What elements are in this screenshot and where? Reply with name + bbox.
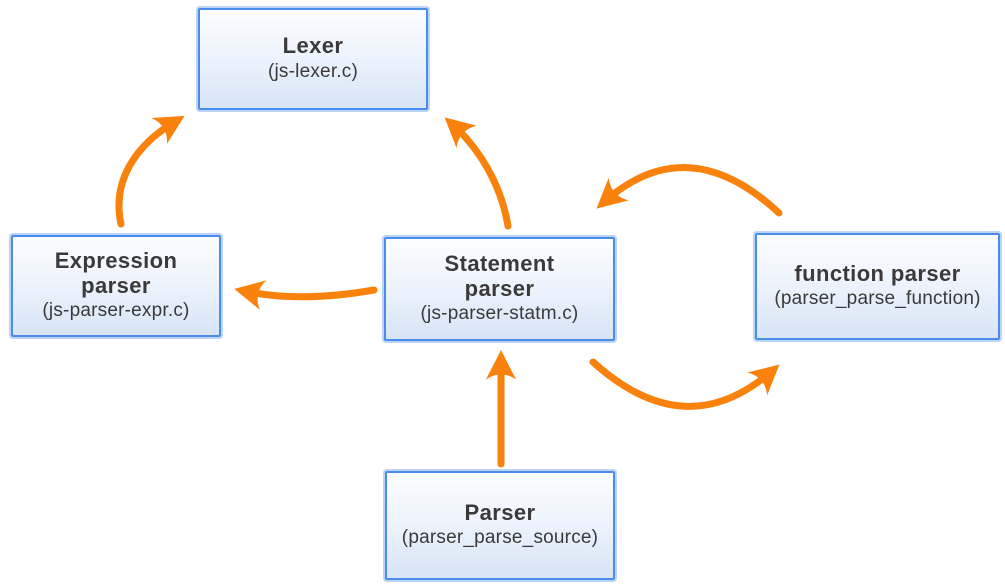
arrow-statement-parser-to-function-parser [589,358,780,410]
node-function-parser-title: function parser [794,260,961,286]
node-parser: Parser (parser_parse_source) [385,471,615,580]
node-statement-parser-title: Statement parser [444,250,555,301]
arrow-statement-parser-to-expression-parser [234,280,378,310]
node-lexer: Lexer (js-lexer.c) [198,8,428,110]
node-expression-parser: Expression parser (js-parser-expr.c) [11,235,221,337]
node-parser-title: Parser [464,499,536,525]
arrow-function-parser-to-statement-parser [596,164,783,217]
arrow-statement-parser-to-lexer [444,117,512,230]
node-function-parser: function parser (parser_parse_function) [755,233,1000,340]
node-lexer-subtitle: (js-lexer.c) [267,60,358,82]
node-parser-subtitle: (parser_parse_source) [401,527,599,549]
node-statement-parser: Statement parser (js-parser-statm.c) [384,237,615,341]
node-function-parser-subtitle: (parser_parse_function) [774,288,981,310]
node-expression-parser-title: Expression parser [54,247,178,298]
arrow-expression-parser-to-lexer [115,115,185,228]
node-lexer-title: Lexer [282,33,344,59]
node-statement-parser-subtitle: (js-parser-statm.c) [420,303,579,325]
node-expression-parser-subtitle: (js-parser-expr.c) [42,300,190,322]
